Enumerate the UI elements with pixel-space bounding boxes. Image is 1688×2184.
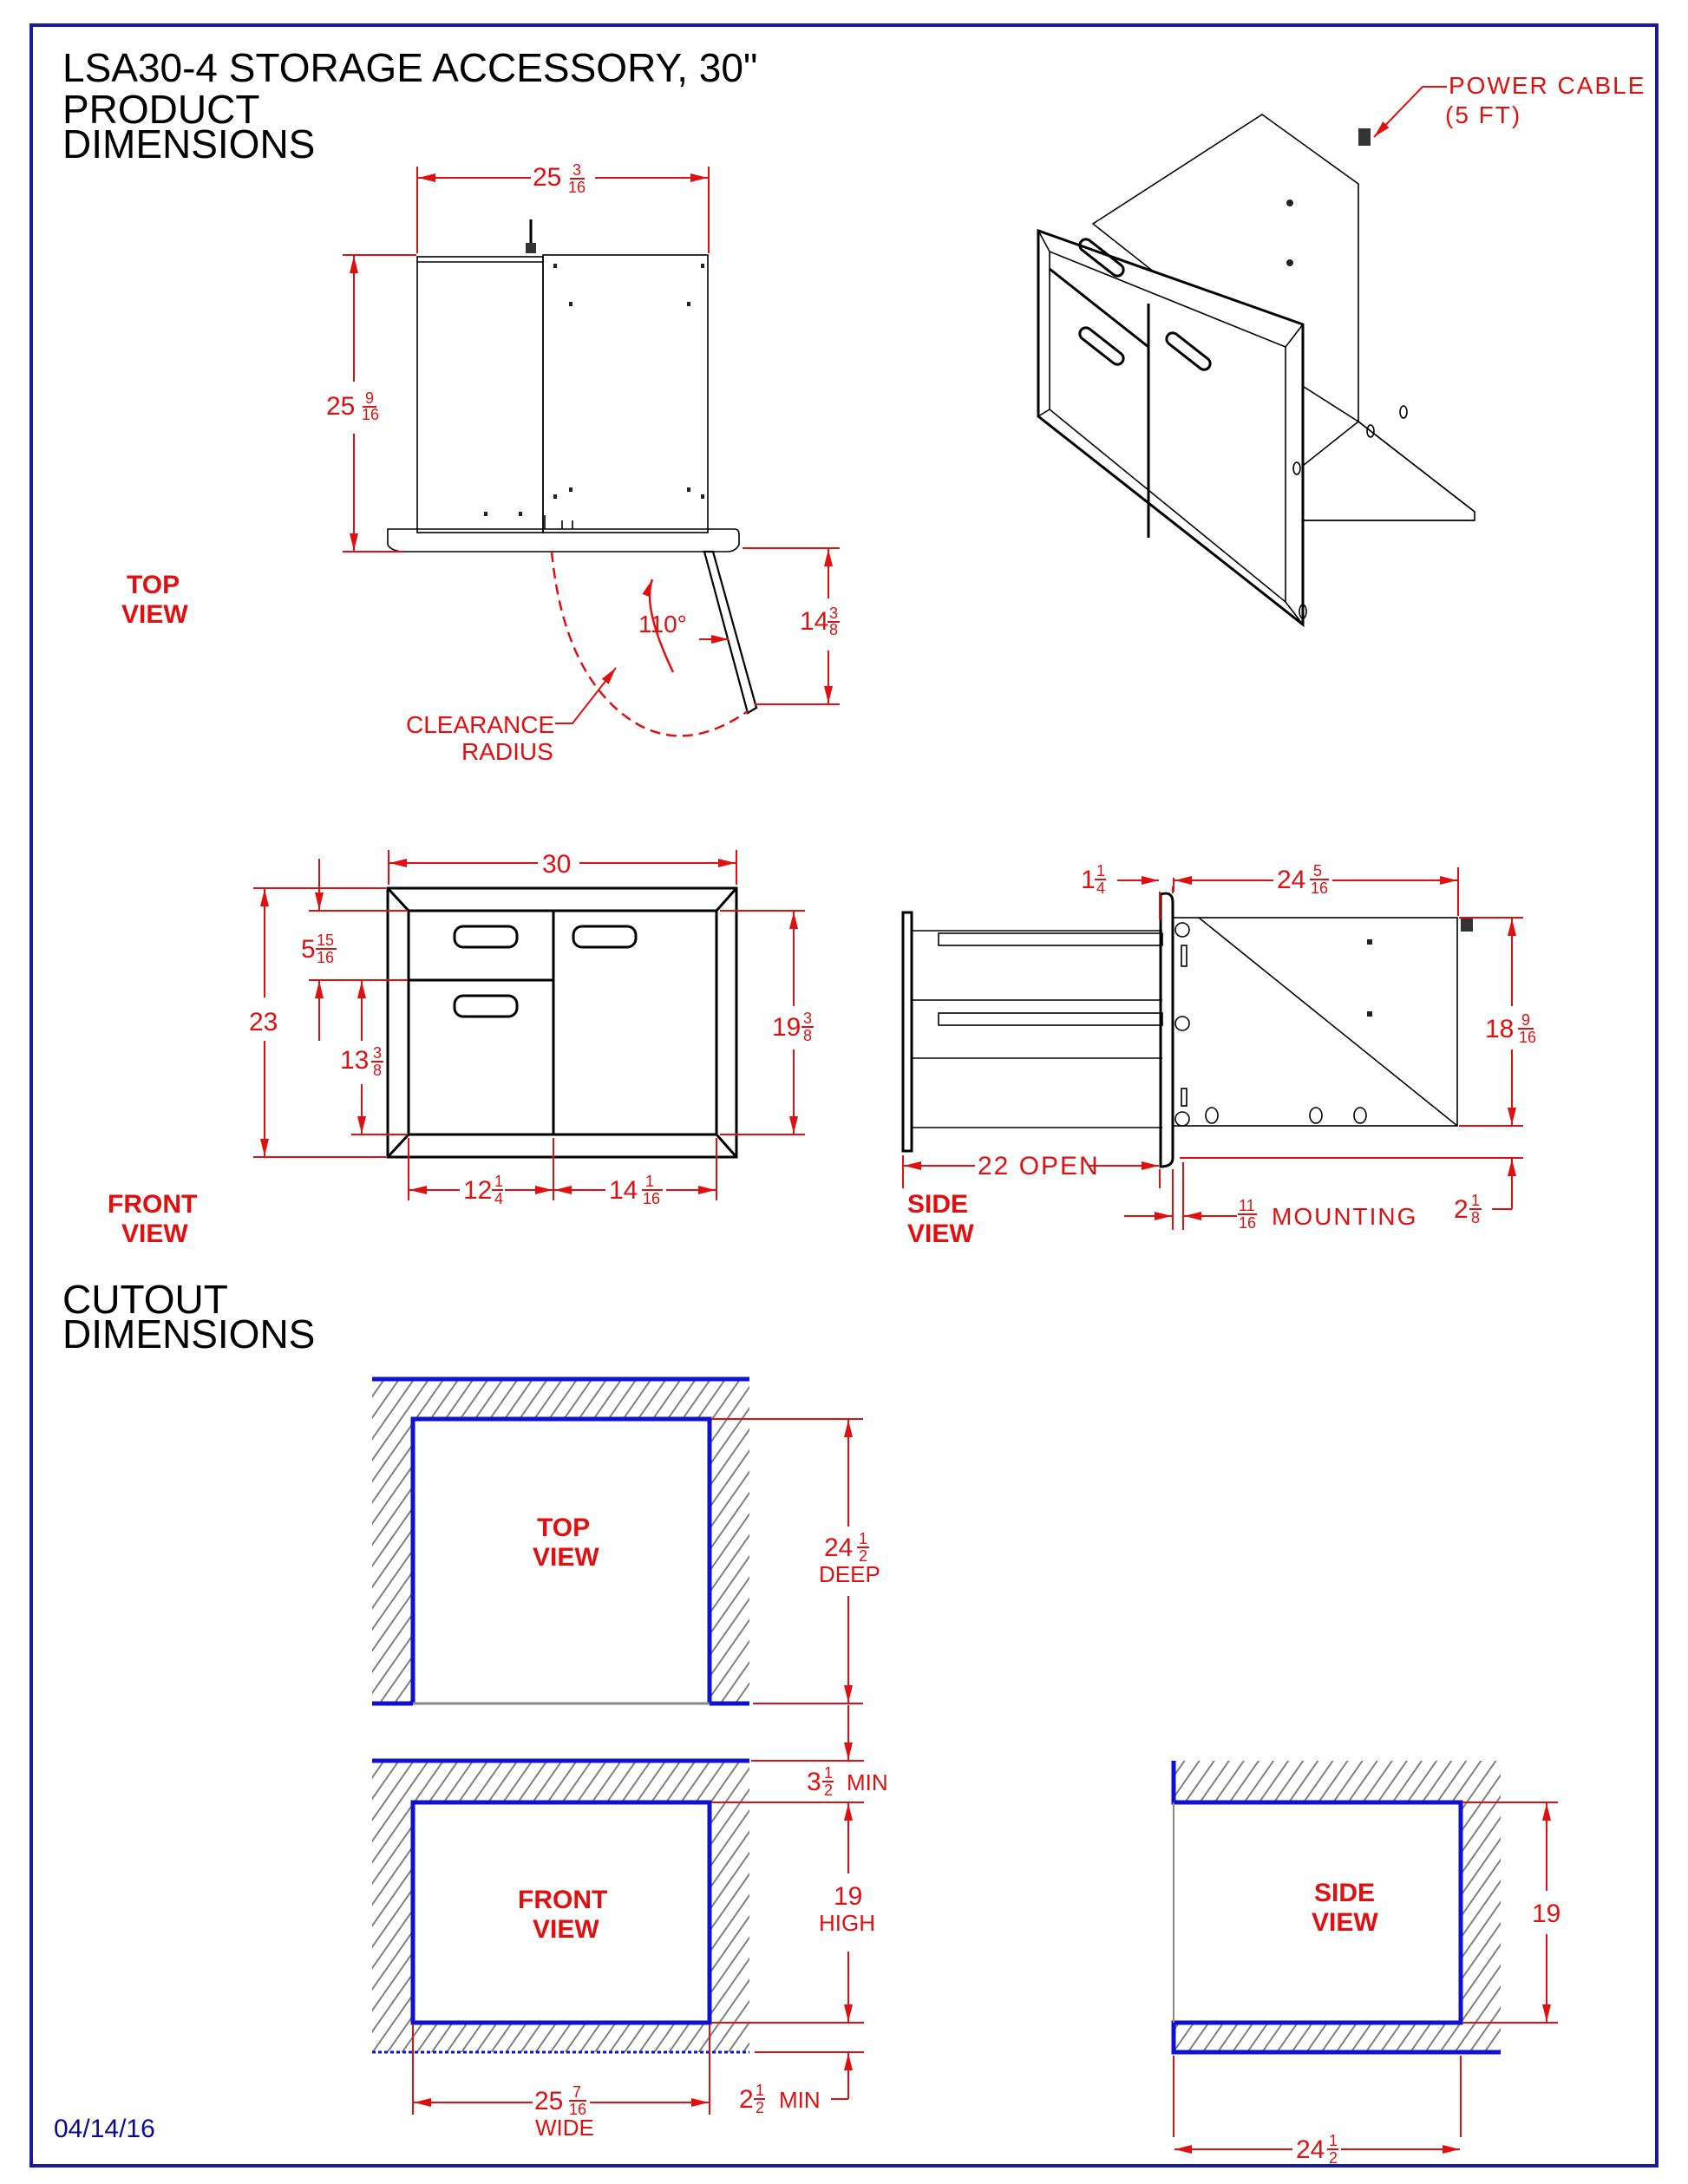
top-width-den: 16 [568,179,586,196]
lower-door-num: 3 [373,1044,382,1062]
mounting-den: 16 [1239,1214,1256,1232]
top-min-num: 1 [824,1764,833,1782]
cutout-side-depth-whole: 24 [1296,2135,1325,2164]
side-depth-den: 16 [1311,879,1328,897]
cutout-side-label-2: VIEW [1312,1908,1378,1937]
front-view-label-2: VIEW [121,1220,188,1248]
power-cable-length: (5 FT) [1445,101,1521,128]
front-height: 23 [249,1008,278,1036]
top-view-label-2: VIEW [121,600,188,629]
door-swing-num: 3 [829,605,838,622]
cutout-side-view: SIDE VIEW 19 24 1 2 [1171,1761,1560,2167]
cutout-front-label-2: VIEW [533,1915,599,1944]
right-door-whole: 19 [772,1013,801,1042]
top-width-whole: 25 [533,163,561,192]
cutout-width-num: 7 [572,2083,581,2101]
door-swing-whole: 14 [800,607,828,636]
offset-den: 8 [1471,1209,1480,1226]
cutout-side-label-1: SIDE [1314,1879,1375,1907]
cutout-side-depth-den: 2 [1329,2149,1338,2167]
offset-whole: 2 [1454,1195,1469,1224]
side-depth-whole: 24 [1277,866,1305,894]
side-view-label-2: VIEW [907,1220,974,1248]
mounting-label: MOUNTING [1272,1203,1417,1230]
top-depth-num: 9 [365,389,374,407]
bottom-min-num: 1 [756,2082,764,2099]
flange-num: 1 [1096,862,1105,879]
cutout-width-den: 16 [569,2101,586,2118]
cutout-width-whole: 25 [534,2087,563,2115]
side-view-label-1: SIDE [907,1190,968,1219]
section-product-line2: DIMENSIONS [62,121,315,167]
right-width-den: 16 [643,1190,660,1207]
right-door-den: 8 [803,1027,812,1044]
bottom-min-den: 2 [756,2099,764,2116]
section-cutout-line2: DIMENSIONS [62,1311,315,1357]
page-title: LSA30-4 STORAGE ACCESSORY, 30" [62,45,757,90]
top-width-num: 3 [572,161,581,179]
clearance-label-1: CLEARANCE [406,711,554,738]
cutout-top-label-2: VIEW [533,1543,599,1572]
product-side-view: 1 1 4 24 5 16 18 9 16 22 OPEN 2 1 [901,862,1536,1248]
top-view-label-1: TOP [127,571,180,599]
product-top-view: 110° CLEARANCE RADIUS 25 3 16 25 9 16 14… [121,161,840,765]
cutout-width-label: WIDE [535,2115,594,2141]
left-width-num: 1 [494,1173,503,1190]
cutout-front-view: FRONT VIEW 3 1 2 MIN 19 HIGH 2 1 2 MIN 2… [372,1726,888,2141]
sheet-border [29,23,1659,2168]
lower-door-den: 8 [373,1062,382,1079]
left-width-den: 4 [494,1190,503,1207]
cutout-depth-whole: 24 [824,1533,853,1562]
power-cable-label: POWER CABLE [1449,72,1645,99]
door-angle: 110° [638,611,687,638]
right-width-whole: 14 [609,1176,638,1205]
drawer-height-whole: 5 [301,935,316,964]
right-door-num: 3 [803,1010,812,1027]
cutout-side-height: 19 [1532,1900,1560,1928]
right-width-num: 1 [645,1173,654,1190]
cutout-front-label-1: FRONT [518,1886,607,1914]
cutout-depth-den: 2 [859,1547,867,1565]
cutout-height: 19 [834,1882,862,1911]
open-dimension: 22 OPEN [978,1152,1100,1180]
section-cutout-line1: CUTOUT [62,1277,228,1322]
top-min-label: MIN [847,1769,888,1795]
door-swing-den: 8 [829,621,838,638]
drawer-height-den: 16 [317,949,334,966]
mounting-num: 11 [1239,1197,1255,1214]
side-height-num: 9 [1521,1011,1530,1029]
top-depth-den: 16 [362,406,379,423]
isometric-view: POWER CABLE (5 FT) [1037,72,1645,628]
bottom-min-whole: 2 [739,2085,754,2114]
top-min-whole: 3 [807,1768,821,1796]
cutout-depth-label: DEEP [819,1561,880,1587]
front-view-label-1: FRONT [108,1190,197,1219]
top-depth-whole: 25 [326,392,355,421]
top-min-den: 2 [824,1782,833,1799]
side-depth-num: 5 [1313,862,1322,879]
front-width: 30 [542,850,571,879]
offset-num: 1 [1471,1192,1480,1209]
lower-door-whole: 13 [340,1046,369,1075]
clearance-label-2: RADIUS [461,738,553,765]
side-height-den: 16 [1519,1029,1536,1046]
side-height-whole: 18 [1485,1015,1514,1043]
drawing-date: 04/14/16 [54,2115,155,2143]
cutout-side-depth-num: 1 [1329,2132,1338,2149]
cutout-depth-num: 1 [859,1530,867,1547]
drawer-height-num: 15 [317,932,334,949]
flange-den: 4 [1096,879,1105,897]
product-front-view: 30 23 5 15 16 13 3 8 19 3 8 [108,850,814,1248]
flange-whole: 1 [1081,866,1096,894]
left-width-whole: 12 [463,1176,492,1205]
cutout-height-label: HIGH [819,1910,875,1936]
section-product-line1: PRODUCT [62,87,259,132]
cutout-top-label-1: TOP [537,1514,590,1542]
bottom-min-label: MIN [779,2087,821,2113]
cutout-top-view: TOP VIEW 24 1 2 DEEP [372,1376,880,1745]
